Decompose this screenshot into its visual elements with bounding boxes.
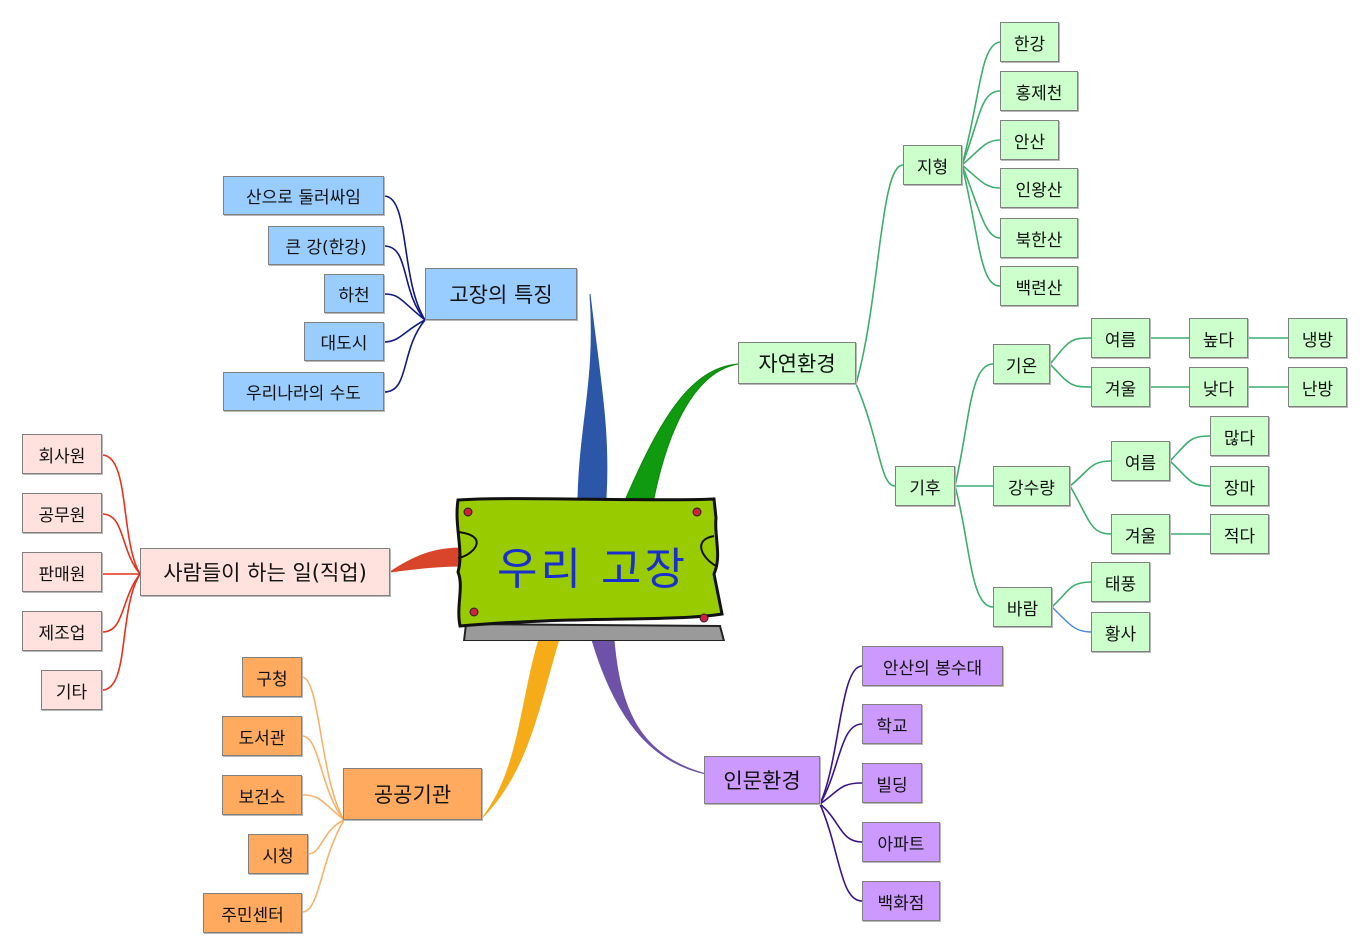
- node-temperature[interactable]: 기온: [993, 344, 1050, 384]
- node-temp-cooling[interactable]: 냉방: [1288, 318, 1347, 358]
- node-terrain-bukhansan[interactable]: 북한산: [1000, 218, 1078, 258]
- node-public-library[interactable]: 도서관: [222, 716, 302, 756]
- node-terrain-hangang[interactable]: 한강: [1000, 22, 1059, 62]
- branch-public: [481, 635, 561, 819]
- node-public-health[interactable]: 보건소: [222, 775, 302, 815]
- node-terrain-baengnyeonsan[interactable]: 백련산: [1000, 266, 1078, 306]
- center-signboard: [455, 497, 726, 641]
- node-rain-little[interactable]: 적다: [1210, 514, 1269, 554]
- node-rain-much[interactable]: 많다: [1210, 416, 1269, 456]
- node-human-school[interactable]: 학교: [862, 704, 922, 744]
- node-rainfall[interactable]: 강수량: [993, 466, 1070, 506]
- node-human-department-store[interactable]: 백화점: [862, 881, 940, 921]
- node-climate[interactable]: 기후: [895, 466, 955, 506]
- node-public-district[interactable]: 구청: [242, 657, 302, 697]
- node-terrain-hongjecheon[interactable]: 홍제천: [1000, 71, 1078, 111]
- node-nature[interactable]: 자연환경: [738, 342, 856, 384]
- node-terrain[interactable]: 지형: [903, 145, 962, 185]
- node-feature-capital[interactable]: 우리나라의 수도: [223, 372, 384, 411]
- node-terrain-ansan[interactable]: 안산: [1000, 120, 1059, 160]
- node-human[interactable]: 인문환경: [704, 756, 820, 804]
- node-human-building[interactable]: 빌딩: [862, 763, 922, 803]
- node-feature-city[interactable]: 대도시: [304, 322, 384, 361]
- node-job-etc[interactable]: 기타: [41, 670, 102, 710]
- node-temp-summer[interactable]: 여름: [1091, 318, 1150, 358]
- node-temp-high[interactable]: 높다: [1189, 318, 1248, 358]
- node-public-community[interactable]: 주민센터: [203, 893, 302, 933]
- node-wind-typhoon[interactable]: 태풍: [1091, 562, 1150, 602]
- node-feature-mountains[interactable]: 산으로 둘러싸임: [223, 176, 384, 215]
- center-title: 우리 고장: [497, 544, 688, 595]
- node-feature-stream[interactable]: 하천: [324, 274, 384, 313]
- node-public-cityhall[interactable]: 시청: [248, 834, 308, 874]
- node-public[interactable]: 공공기관: [343, 768, 482, 820]
- branch-features: [577, 293, 608, 499]
- node-job-sales[interactable]: 판매원: [22, 552, 102, 592]
- branch-human: [591, 639, 707, 775]
- node-temp-winter[interactable]: 겨울: [1091, 367, 1150, 407]
- node-features[interactable]: 고장의 특징: [425, 268, 577, 320]
- node-wind-yellowdust[interactable]: 황사: [1091, 612, 1150, 652]
- node-rain-summer[interactable]: 여름: [1111, 441, 1170, 481]
- node-temp-low[interactable]: 낮다: [1189, 367, 1248, 407]
- node-temp-heating[interactable]: 난방: [1288, 367, 1347, 407]
- node-wind[interactable]: 바람: [993, 587, 1052, 627]
- node-rain-winter[interactable]: 겨울: [1111, 514, 1170, 554]
- node-jobs[interactable]: 사람들이 하는 일(직업): [140, 548, 390, 596]
- node-job-civil[interactable]: 공무원: [22, 493, 102, 533]
- node-human-apartment[interactable]: 아파트: [862, 822, 940, 862]
- node-job-office[interactable]: 회사원: [22, 434, 102, 474]
- branch-nature: [625, 363, 739, 499]
- node-human-beacon[interactable]: 안산의 봉수대: [862, 646, 1003, 686]
- node-feature-river[interactable]: 큰 강(한강): [268, 226, 384, 265]
- node-job-manufacture[interactable]: 제조업: [22, 611, 102, 651]
- node-rain-monsoon[interactable]: 장마: [1210, 466, 1269, 506]
- node-terrain-inwangsan[interactable]: 인왕산: [1000, 168, 1078, 208]
